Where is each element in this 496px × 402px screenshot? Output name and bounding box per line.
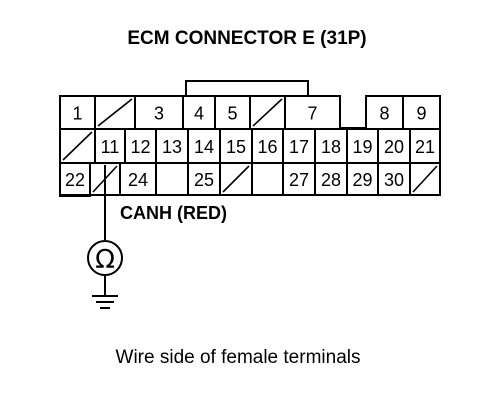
ohmmeter-icon: Ω [87,240,123,276]
pin-cell-12: 12 [124,128,157,164]
pin-cell-7: 7 [284,95,341,130]
pin-cell-20: 20 [377,128,411,164]
pin-cell-24: 24 [119,162,157,196]
pin-cell-25: 25 [187,162,221,196]
pin-cell-18: 18 [314,128,348,164]
pin-cell-blank [409,162,441,196]
pin-cell-11: 11 [94,128,126,164]
ground-icon [92,295,118,309]
pin-cell-border [409,162,441,196]
pin-number: 19 [352,137,372,157]
pin-number: 8 [379,104,389,124]
pin-number: 15 [226,137,246,157]
pin-number: 4 [194,104,204,124]
pin-number: 24 [128,170,148,190]
pin-cell-8: 8 [365,95,404,130]
pin-number: 11 [101,137,120,157]
pin-number: 21 [415,137,435,157]
pin-cell-blank [249,95,286,130]
pin-cell-21: 21 [409,128,441,164]
pin-cell-16: 16 [251,128,284,164]
pin-number: 30 [384,170,404,190]
pin-cell-4: 4 [182,95,216,130]
pin-number: 5 [227,104,237,124]
pin-number: 17 [289,137,309,157]
diagram-title: ECM CONNECTOR E (31P) [127,28,366,49]
pin-cell-29: 29 [346,162,379,196]
pin-number: 18 [321,137,341,157]
connector-lock-tab [185,80,309,96]
pin-cell-blank [94,95,136,130]
pin-cell-13: 13 [155,128,189,164]
unused-pin-slash [97,98,133,127]
pin-number: 25 [194,170,214,190]
pin-number: 14 [194,137,214,157]
pin-cell-14: 14 [187,128,221,164]
pin-number: 3 [154,104,164,124]
unused-pin-slash [412,165,438,193]
wire-color-label: CANH (RED) [120,203,227,223]
pin-cell-5: 5 [214,95,251,130]
ohm-symbol: Ω [95,245,115,275]
unused-pin-slash [62,131,93,161]
pin-cell-15: 15 [219,128,253,164]
pin-cell-27: 27 [282,162,316,196]
pin-number: 20 [384,137,404,157]
pin-cell-22: 22 [59,162,91,196]
pin-number: 12 [130,137,150,157]
pin-number: 29 [352,170,372,190]
pin-cell-28: 28 [314,162,348,196]
diagram-caption: Wire side of female terminals [116,347,361,368]
pin-number: 27 [289,170,309,190]
unused-pin-slash [252,98,283,127]
pin-cell-border [219,162,253,196]
pin-number: 7 [307,104,317,124]
pin-cell-19: 19 [346,128,379,164]
pin-number: 1 [72,104,82,124]
pin-number: 13 [162,137,182,157]
pin-cell-1: 1 [59,95,96,130]
pin-cell-30: 30 [377,162,411,196]
pin-cell-blank [59,128,96,164]
pin-cell-3: 3 [134,95,184,130]
pin-cell-17: 17 [282,128,316,164]
pin-number: 16 [257,137,277,157]
pin-number: 9 [416,104,426,124]
pin-cell-blank [219,162,253,196]
pin-cell-9: 9 [402,95,441,130]
pin-cell-border [119,162,157,196]
pin-number: 22 [65,170,85,190]
unused-pin-slash [222,165,250,193]
pin-number: 28 [321,170,341,190]
